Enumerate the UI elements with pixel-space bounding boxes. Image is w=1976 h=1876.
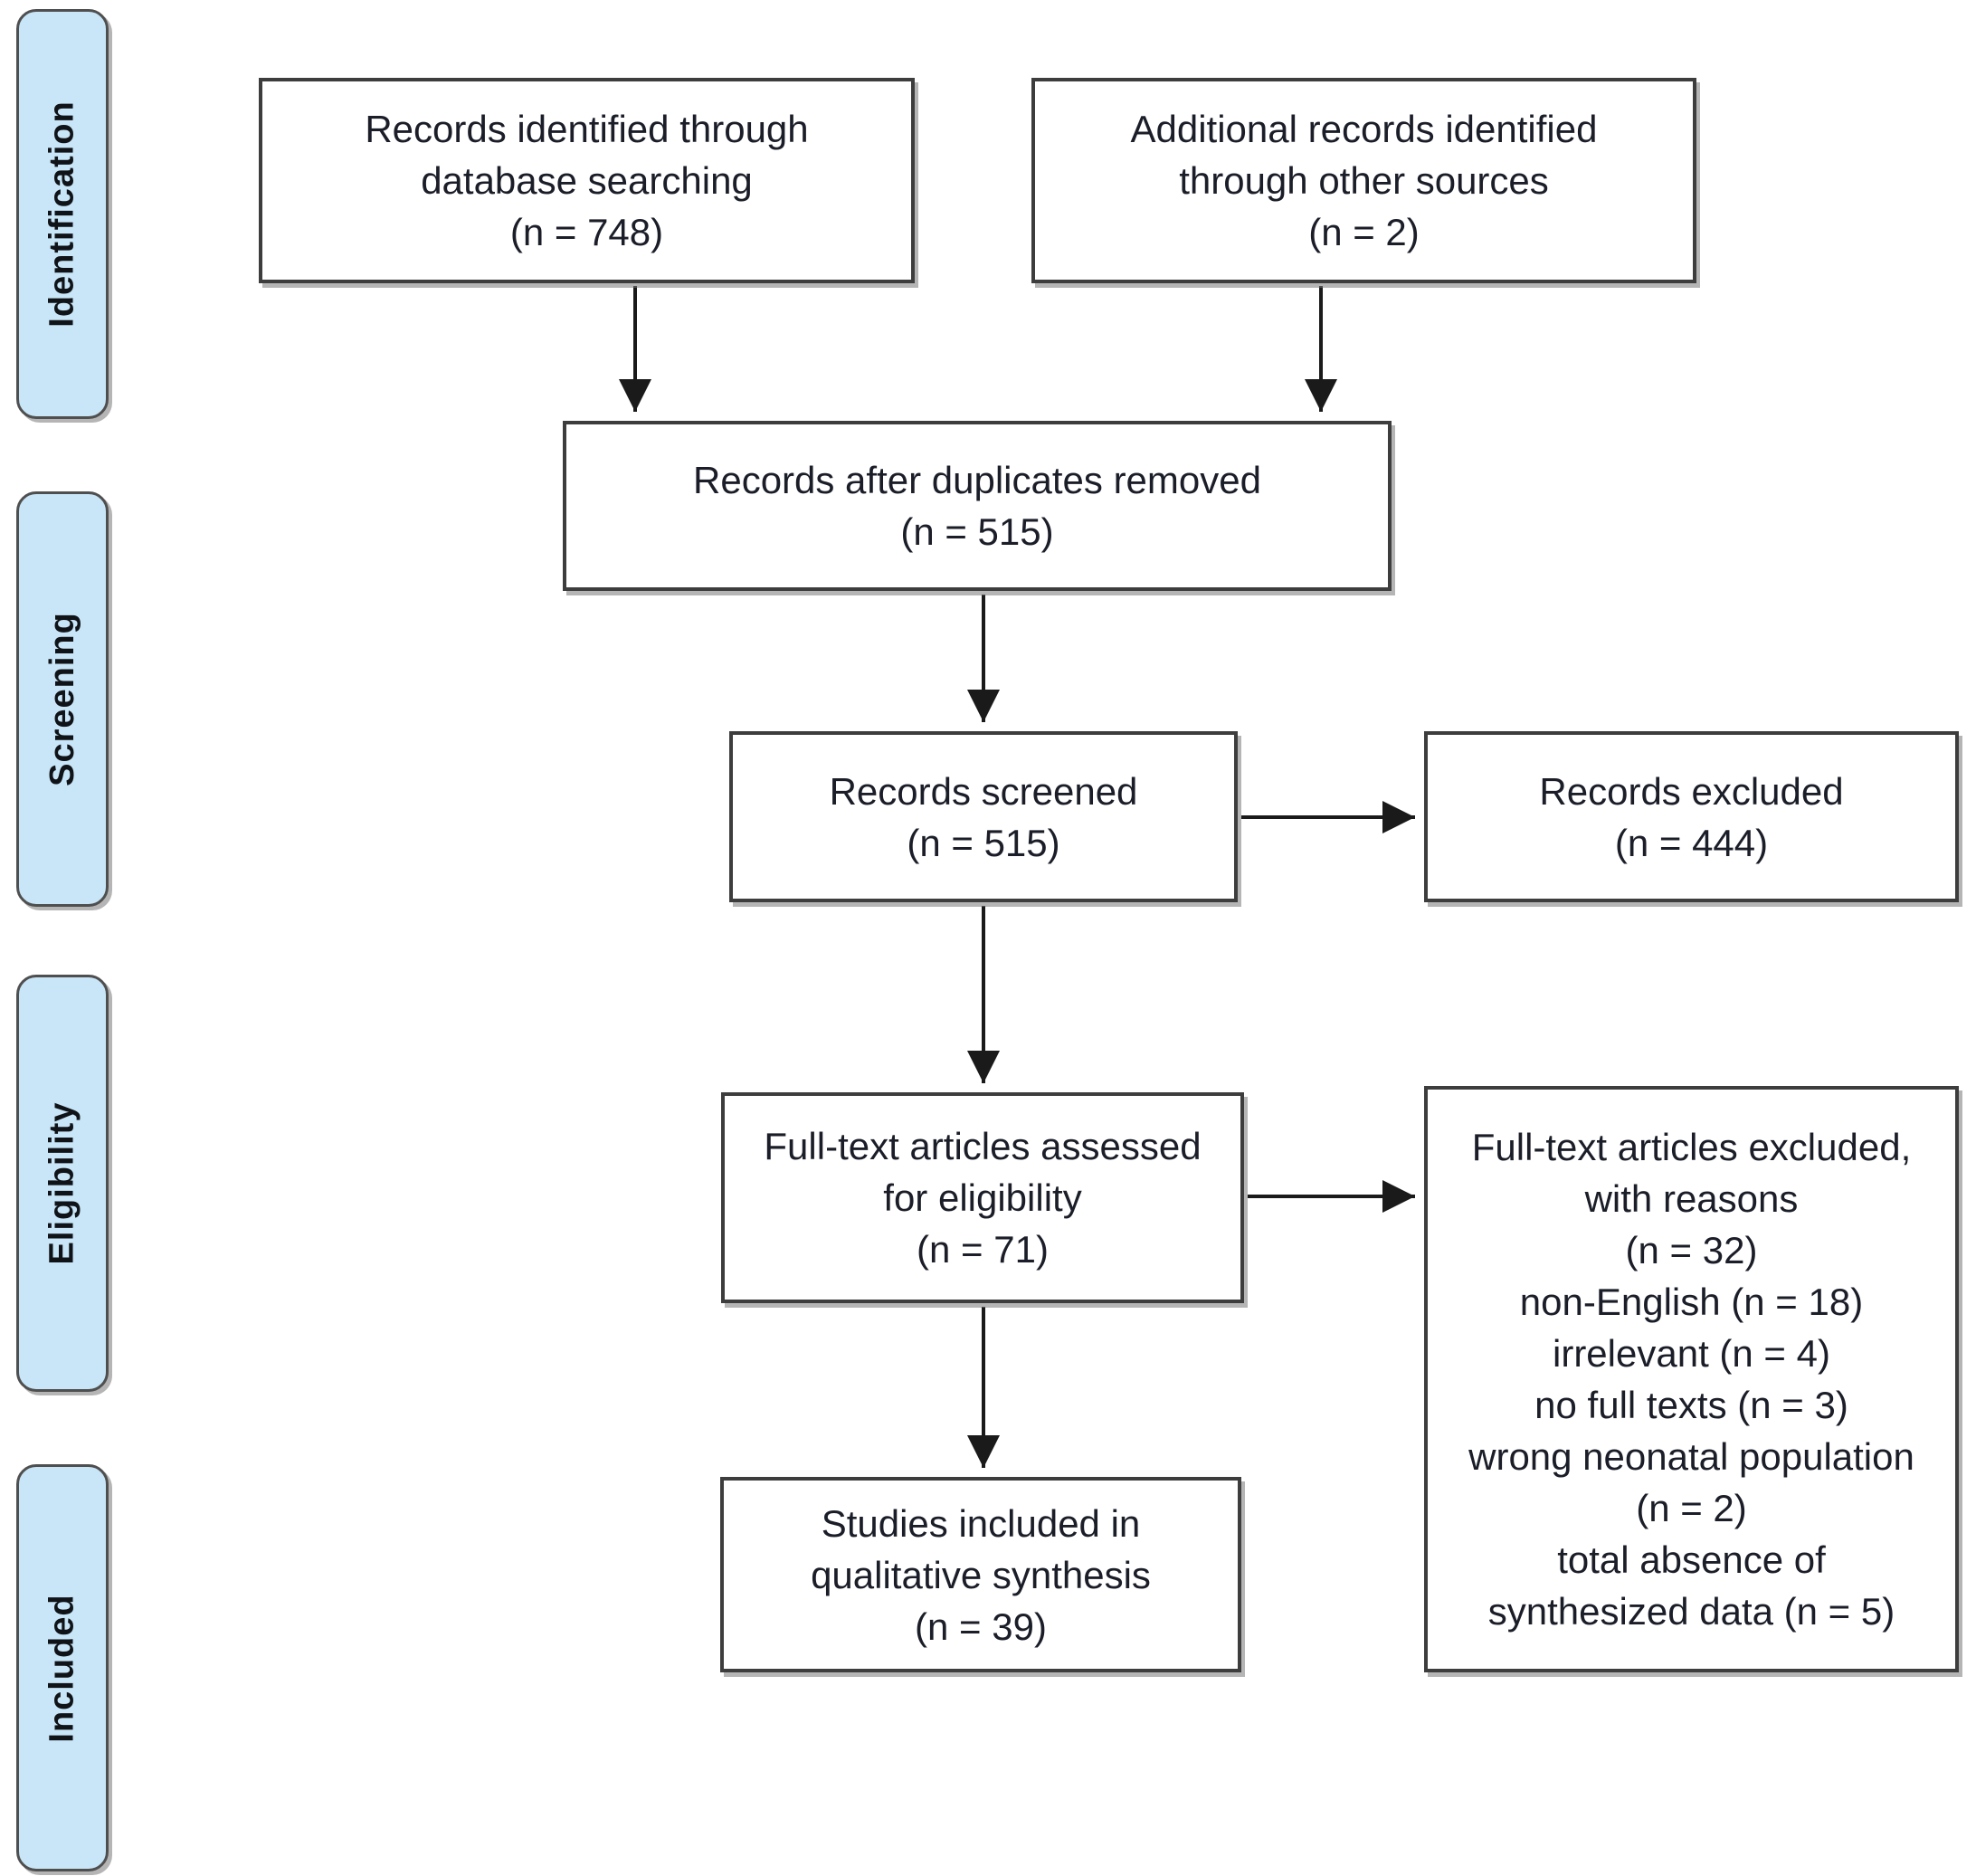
box-additional-records-other-sources: Additional records identified through ot… xyxy=(1031,78,1696,283)
box-studies-included-qualitative-text: Studies included in qualitative synthesi… xyxy=(811,1501,1151,1648)
box-records-identified-database-text: Records identified through database sear… xyxy=(365,108,809,253)
box-fulltext-excluded-reasons-text: Full-text articles excluded, with reason… xyxy=(1468,1126,1914,1633)
box-records-identified-database: Records identified through database sear… xyxy=(259,78,915,283)
stage-screening: Screening xyxy=(16,491,109,907)
stage-eligibility: Eligibility xyxy=(16,975,109,1392)
box-records-after-duplicates-text: Records after duplicates removed (n = 51… xyxy=(693,459,1261,553)
box-fulltext-assessed: Full-text articles assessed for eligibil… xyxy=(721,1092,1244,1303)
box-records-screened-text: Records screened (n = 515) xyxy=(829,769,1138,864)
box-fulltext-excluded-reasons: Full-text articles excluded, with reason… xyxy=(1424,1086,1959,1672)
stage-included: Included xyxy=(16,1464,109,1871)
stage-screening-label: Screening xyxy=(43,612,81,786)
stage-identification: Identification xyxy=(16,9,109,419)
box-studies-included-qualitative: Studies included in qualitative synthesi… xyxy=(720,1477,1241,1672)
box-fulltext-assessed-text: Full-text articles assessed for eligibil… xyxy=(764,1125,1202,1271)
box-records-after-duplicates: Records after duplicates removed (n = 51… xyxy=(563,421,1392,591)
stage-included-label: Included xyxy=(43,1593,81,1743)
box-records-excluded-text: Records excluded (n = 444) xyxy=(1539,769,1844,864)
box-additional-records-other-sources-text: Additional records identified through ot… xyxy=(1130,108,1598,253)
stage-eligibility-label: Eligibility xyxy=(43,1101,81,1265)
stage-identification-label: Identification xyxy=(43,100,81,328)
box-records-screened: Records screened (n = 515) xyxy=(729,731,1238,902)
box-records-excluded: Records excluded (n = 444) xyxy=(1424,731,1959,902)
